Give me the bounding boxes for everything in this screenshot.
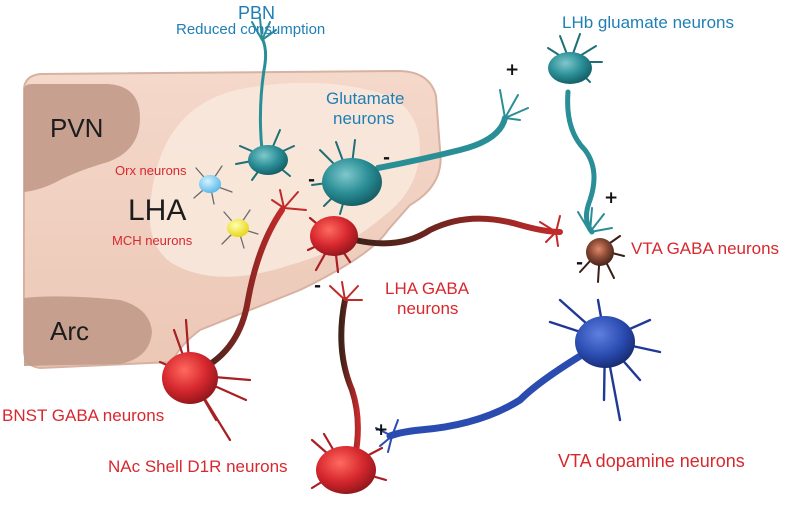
lhb-to-vtagaba-axon <box>565 89 597 235</box>
lha-gaba-label-line2: neurons <box>397 299 459 318</box>
minus-sign-lhagaba: - <box>314 276 322 296</box>
glutamate-label: Glutamate <box>326 89 405 108</box>
arc-nucleus <box>24 296 152 366</box>
lha-gaba-neuron <box>306 216 358 274</box>
pbn-axon <box>258 36 268 152</box>
lha-gaba-label: LHA GABA <box>385 279 470 298</box>
pvn-nucleus <box>24 84 140 192</box>
bnst-label: BNST GABA neurons <box>2 406 165 425</box>
nac-d1r-neuron <box>310 432 388 494</box>
glut-to-lhb-axon <box>375 115 508 171</box>
nac-terminal-blue <box>375 419 399 453</box>
vtagaba-terminal-teal <box>577 207 613 233</box>
arc-label: Arc <box>50 316 89 346</box>
bnst-axon <box>197 207 285 373</box>
vta-dopamine-label: VTA dopamine neurons <box>558 451 745 471</box>
glutamate-neuron <box>311 139 382 215</box>
vtada-axon <box>386 346 594 440</box>
nac-axon <box>338 297 361 461</box>
bnst-gaba-neuron <box>158 318 252 442</box>
lhb-terminal <box>499 89 529 121</box>
lhagaba-terminal <box>271 189 307 211</box>
lhb-label: LHb gluamate neurons <box>562 13 735 32</box>
pvn-label: PVN <box>50 113 104 143</box>
nac-label: NAc Shell D1R neurons <box>108 457 288 476</box>
vta-dopamine-neuron <box>548 298 662 422</box>
pbn-terminal <box>251 17 277 41</box>
plus-sign-lhb: + <box>505 60 520 80</box>
pbn-sublabel: Reduced consumption <box>176 21 326 38</box>
orx-label: Orx neurons <box>115 163 187 178</box>
minus-sign-vtagaba: - <box>576 253 584 273</box>
lhagaba-terminal-lower <box>329 281 363 301</box>
plus-sign-nac: + <box>374 420 389 440</box>
pbn-projecting-neuron <box>235 129 295 181</box>
plus-sign-vtagaba: + <box>604 188 619 208</box>
lha-label: LHA <box>128 194 187 227</box>
axons <box>197 36 597 461</box>
lhb-glutamate-neuron <box>547 33 603 84</box>
orx-neuron <box>193 165 233 205</box>
axon-terminals <box>251 17 613 453</box>
minus-sign-glut-left: - <box>308 170 316 190</box>
vta-gaba-neuron <box>579 235 625 283</box>
mch-label: MCH neurons <box>112 233 193 248</box>
pbn-label: PBN <box>238 3 276 23</box>
vta-gaba-label: VTA GABA neurons <box>631 239 780 258</box>
glutamate-label-line2: neurons <box>333 109 395 128</box>
minus-sign-glut-right: - <box>383 148 391 168</box>
vtagaba-terminal-red <box>539 215 561 247</box>
mch-neuron <box>221 209 259 249</box>
lhagaba-to-vtagaba-axon <box>352 215 563 247</box>
